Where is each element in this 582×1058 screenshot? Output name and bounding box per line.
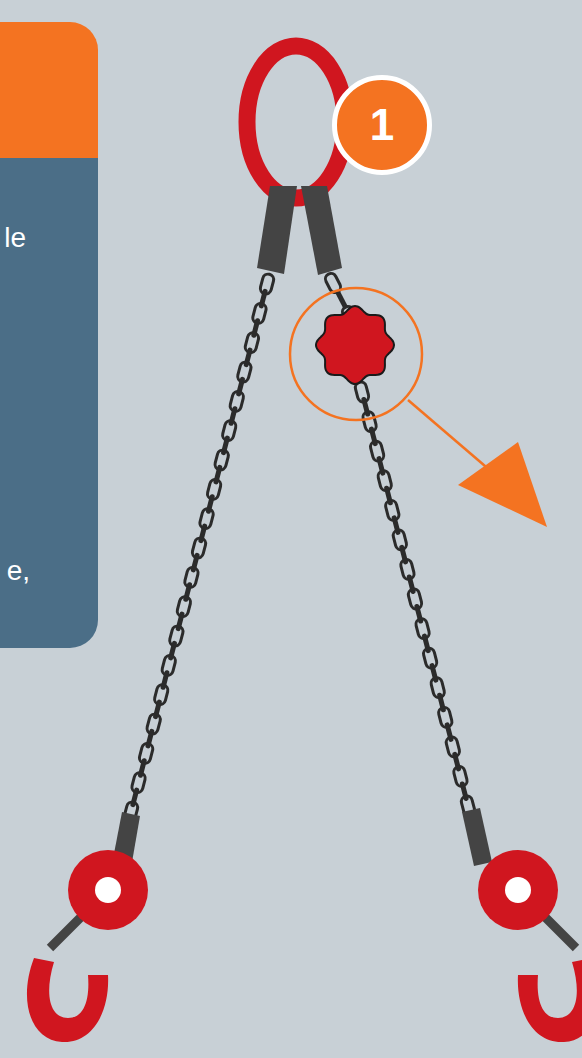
- top-sleeve-right: [301, 186, 342, 275]
- hook-left: [27, 850, 148, 1042]
- callout-circle: 1: [332, 75, 432, 175]
- master-link: [247, 46, 345, 198]
- bottom-sleeve-right: [462, 808, 492, 866]
- chain-links: [123, 272, 476, 823]
- panel-text: le: [4, 222, 26, 254]
- callout-number: 1: [370, 103, 394, 147]
- identification-tag: [316, 306, 394, 384]
- panel-text: e,: [7, 555, 30, 587]
- hook-right: [478, 850, 582, 1042]
- info-panel: le e,: [0, 22, 98, 648]
- pointer-line: [408, 400, 492, 472]
- pointer-arrowhead: [458, 442, 547, 527]
- top-sleeve-left: [257, 186, 297, 274]
- highlight-circle: [290, 288, 422, 420]
